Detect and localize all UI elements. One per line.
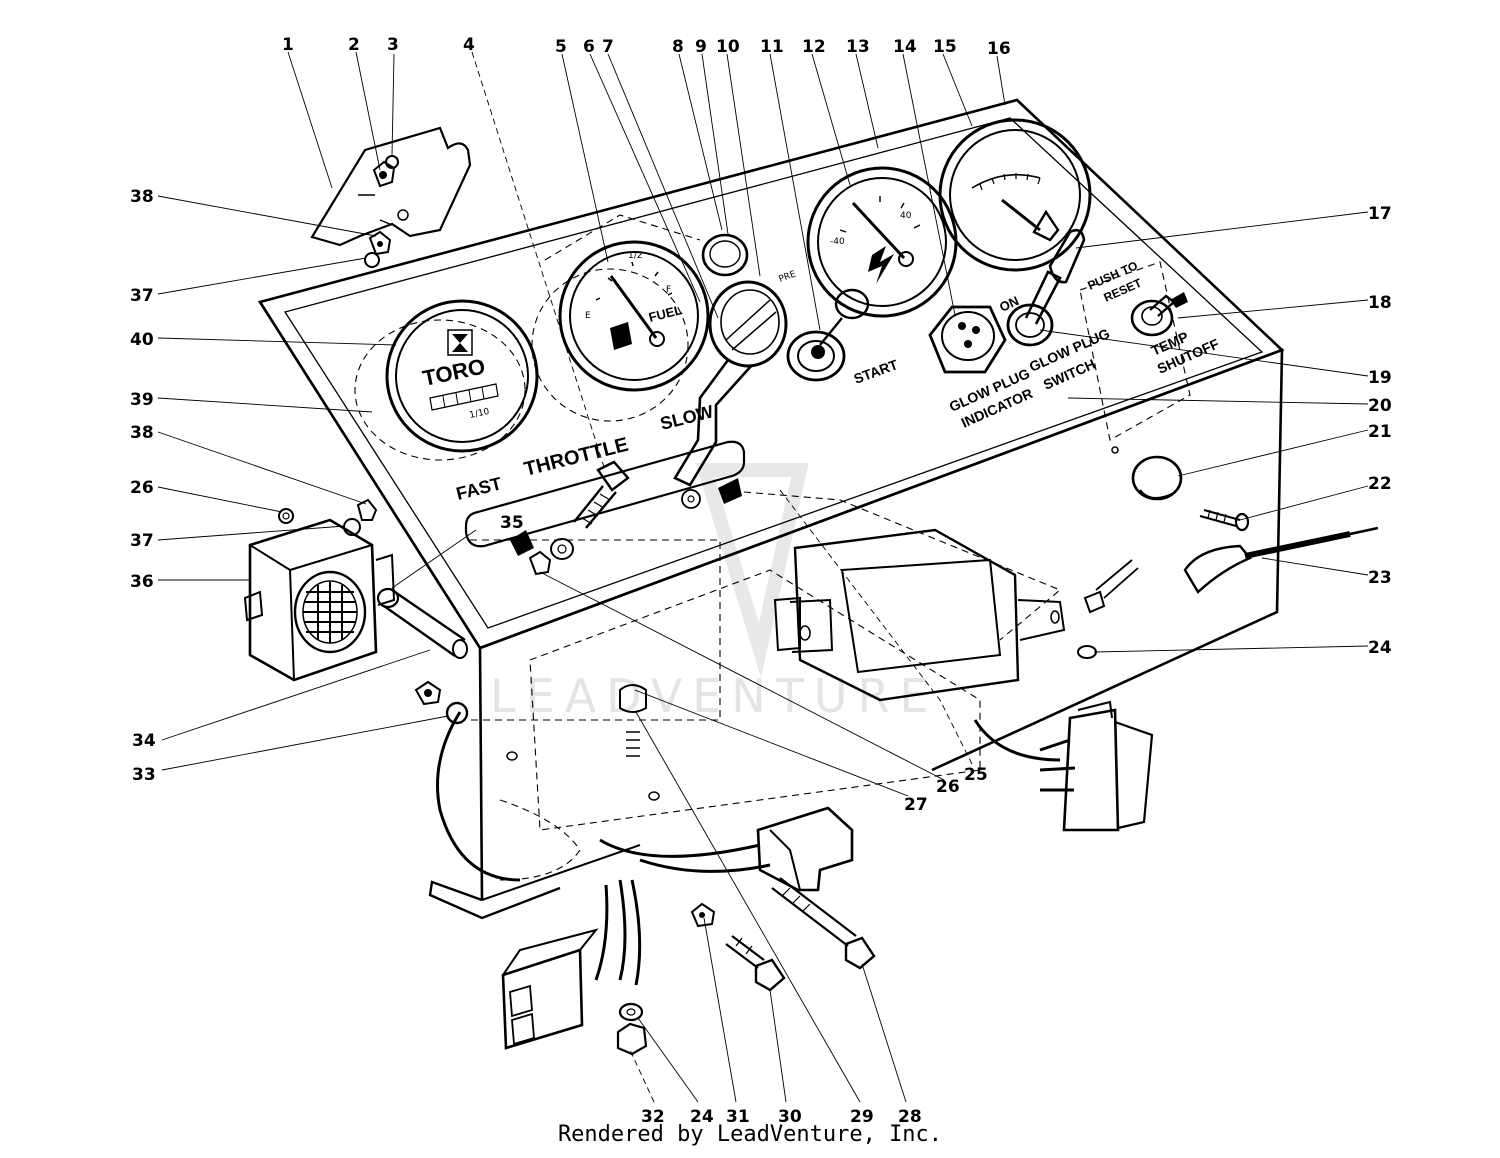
callout-40: 40 — [130, 330, 154, 350]
on-label: ON — [997, 293, 1021, 315]
callout-37-upper: 37 — [130, 286, 154, 306]
callout-8: 8 — [672, 37, 684, 57]
callout-20: 20 — [1368, 396, 1392, 416]
fuel-full-mark: F — [666, 285, 671, 295]
callout-24-right: 24 — [1368, 638, 1392, 658]
callout-37-lower: 37 — [130, 531, 154, 551]
callout-17: 17 — [1368, 204, 1392, 224]
fuel-gauge: E 1/2 F FUEL — [558, 240, 710, 392]
callout-33: 33 — [132, 765, 156, 785]
callout-12: 12 — [802, 37, 826, 57]
ammeter: -40 40 — [806, 166, 958, 318]
slow-label: SLOW — [658, 401, 715, 433]
indicator-light — [701, 233, 749, 277]
callout-38-lower: 38 — [130, 423, 154, 443]
wire-harness — [436, 701, 854, 1050]
callout-22: 22 — [1368, 474, 1392, 494]
hour-meter-tenths: 1/10 — [469, 407, 491, 421]
lightning-icon — [868, 246, 894, 284]
callout-26-lower: 26 — [936, 777, 960, 797]
ground-terminal — [414, 680, 442, 706]
footer-credit: Rendered by LeadVenture, Inc. — [557, 1122, 943, 1147]
callout-38-upper: 38 — [130, 187, 154, 207]
callout-25: 25 — [964, 765, 988, 785]
upper-bracket — [310, 126, 472, 268]
callout-13: 13 — [846, 37, 870, 57]
callout-15: 15 — [933, 37, 957, 57]
callout-14: 14 — [893, 37, 917, 57]
callout-19: 19 — [1368, 368, 1392, 388]
bottom-bolts — [616, 684, 876, 1056]
callout-6: 6 — [583, 37, 595, 57]
callout-1: 1 — [282, 35, 294, 55]
callout-30: 30 — [778, 1107, 802, 1127]
callout-31: 31 — [726, 1107, 750, 1127]
grommet-and-screw — [1131, 455, 1250, 532]
callout-10: 10 — [716, 37, 740, 57]
alarm-buzzer — [243, 498, 396, 682]
pre-label: PRE — [778, 269, 798, 284]
throttle-bolt — [550, 460, 630, 560]
callout-21: 21 — [1368, 422, 1392, 442]
watermark-text: LEADVENTURE — [490, 669, 939, 723]
callout-2: 2 — [348, 35, 360, 55]
ammeter-low-mark: -40 — [830, 237, 845, 247]
hidden-outlines — [354, 214, 1191, 881]
throttle-lever — [673, 280, 788, 487]
fast-label: FAST — [454, 473, 503, 504]
throttle-cable — [1183, 526, 1379, 594]
temp-shutoff-switch: PUSH TO RESET TEMP SHUTOFF — [1086, 258, 1222, 376]
callout-32: 32 — [641, 1107, 665, 1127]
start-label: START — [852, 356, 901, 387]
harness-connector-right — [973, 700, 1154, 832]
nut-and-star — [510, 478, 742, 576]
callout-29: 29 — [850, 1107, 874, 1127]
callout-16: 16 — [987, 39, 1011, 59]
glow-plug-indicator: GLOW PLUG INDICATOR — [928, 305, 1035, 431]
callout-28: 28 — [898, 1107, 922, 1127]
callout-3: 3 — [387, 35, 399, 55]
callout-36: 36 — [130, 572, 154, 592]
fuel-label: FUEL — [647, 302, 684, 325]
callout-24-bottom: 24 — [690, 1107, 714, 1127]
controller-module — [773, 528, 1066, 702]
callout-39: 39 — [130, 390, 154, 410]
key-switch: PRE START — [778, 269, 901, 386]
hour-meter: TORO 1/10 — [385, 299, 539, 453]
callout-23: 23 — [1368, 568, 1392, 588]
toro-logo: TORO — [420, 353, 487, 391]
glow-plug-switch: ON GLOW PLUG SWITCH — [997, 228, 1112, 393]
callout-9: 9 — [695, 37, 707, 57]
callout-5: 5 — [555, 37, 567, 57]
fuel-pump-icon — [610, 322, 632, 350]
callout-18: 18 — [1368, 293, 1392, 313]
leader-lines — [157, 51, 1369, 1103]
callouts: 1 2 3 4 5 6 7 8 9 10 11 12 13 14 15 16 1… — [130, 35, 1392, 1127]
callout-34: 34 — [132, 731, 156, 751]
callout-35: 35 — [500, 513, 524, 533]
callout-26-left: 26 — [130, 478, 154, 498]
mounting-rod — [376, 587, 468, 659]
callout-11: 11 — [760, 37, 784, 57]
ammeter-high-mark: 40 — [900, 211, 912, 221]
fuel-empty-mark: E — [585, 311, 591, 321]
callout-7: 7 — [602, 37, 614, 57]
control-panel-housing — [257, 98, 1285, 920]
callout-27: 27 — [904, 795, 928, 815]
temperature-gauge — [938, 118, 1092, 272]
callout-4: 4 — [463, 35, 475, 55]
fuel-half-mark: 1/2 — [628, 251, 642, 261]
terminal-clip — [1077, 559, 1139, 659]
watermark: LEADVENTURE — [490, 463, 939, 723]
